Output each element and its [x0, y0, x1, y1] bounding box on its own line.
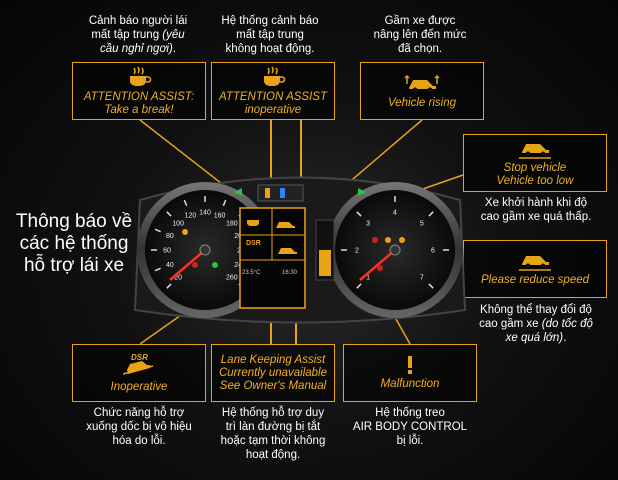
desc-vehicle-rising: Gầm xe được nâng lên đến mức đã chọn.	[373, 15, 467, 55]
dsr-label: DSR	[246, 240, 261, 247]
gauge-tick	[154, 228, 161, 233]
desc-stop-vehicle: Xe khởi hành khi độ cao gầm xe quá thấp.	[480, 197, 592, 223]
coffee-cup-icon	[247, 220, 259, 226]
svg-text:DSR: DSR	[131, 353, 148, 362]
warning-light	[212, 262, 218, 268]
alert-dsr-inoperative: DSR Inoperative	[72, 344, 206, 402]
gauge-tick	[166, 211, 172, 217]
warning-light	[377, 265, 383, 271]
gauge-tick	[183, 199, 188, 206]
alert-reduce-speed: Please reduce speed	[463, 240, 607, 298]
desc-reduce-speed: Không thể thay đổi độ cao gầm xe (do tốc…	[479, 304, 593, 344]
temperature-readout: 23.5°C	[242, 270, 261, 276]
gauge-tick	[356, 211, 362, 217]
warning-light	[399, 237, 405, 243]
gauge-tick	[154, 267, 161, 272]
turn-right-icon	[358, 188, 366, 196]
turn-left-icon	[234, 188, 242, 196]
alert-lane-keeping: Lane Keeping Assist Currently unavailabl…	[211, 344, 335, 402]
gauge-tick	[222, 199, 227, 206]
gauge-tick	[428, 211, 434, 217]
vehicle-low-icon	[519, 143, 551, 159]
warning-light	[372, 237, 378, 243]
gauge-tick-label: 2	[355, 248, 359, 255]
desc-dsr-inoperative: Chức năng hỗ trợ xuống dốc bị vô hiệu hó…	[86, 407, 192, 447]
coffee-cup-icon	[130, 66, 152, 86]
gauge-tick-label: 7	[420, 274, 424, 281]
gauge-tick-label: 20	[174, 274, 182, 281]
vehicle-low-icon	[519, 256, 551, 271]
gauge-tick-label: 3	[366, 221, 370, 228]
gauge-tick-label: 260	[226, 274, 238, 281]
tachometer-ticks: 1 2 3 4 5 6 7	[341, 196, 449, 289]
connector-line	[270, 120, 272, 206]
gauge-tick-label: 120	[185, 212, 197, 219]
gauge-tick-label: 5	[420, 221, 424, 228]
gauge-tick-label: 6	[431, 248, 435, 255]
gauge-tick-label: 40	[166, 262, 174, 269]
gauge-tick-label: 180	[226, 221, 238, 228]
exclamation-icon	[408, 356, 412, 374]
gauge-tick-label: 140	[199, 210, 211, 217]
page-title: Thông báo về các hệ thống hỗ trợ lái xe	[15, 211, 133, 276]
vehicle-icon	[276, 222, 295, 228]
gauge-tick-label: 60	[163, 248, 171, 255]
coffee-cup-icon	[264, 66, 286, 86]
alert-vehicle-rising: Vehicle rising	[360, 62, 484, 120]
connector-line	[300, 120, 302, 220]
speedometer-needle	[169, 249, 206, 281]
desc-attention-inoperative: Hệ thống cảnh báo mất tập trung không ho…	[221, 15, 319, 55]
gauge-tick-label: 1	[366, 274, 370, 281]
alert-attention-inoperative: ATTENTION ASSIST inoperative	[211, 62, 335, 120]
gauge-tick-label: 100	[172, 221, 184, 228]
vehicle-icon	[278, 248, 297, 254]
gauge-tick-label: 80	[166, 233, 174, 240]
gauge-tick-label: 160	[214, 212, 226, 219]
warning-light	[385, 237, 391, 243]
alert-attention-break: ATTENTION ASSIST: Take a break!	[72, 62, 206, 120]
gauge-tick-label: 4	[393, 210, 397, 217]
dsr-descent-icon: DSR	[122, 353, 154, 375]
vehicle-rising-icon	[404, 74, 440, 93]
time-readout: 16:30	[282, 270, 298, 276]
warning-light	[182, 229, 188, 235]
gauge-tick	[428, 283, 434, 289]
alert-air-body-malfunction: Malfunction	[343, 344, 477, 402]
instrument-cluster: 20406080100120140160180200220240260 1234…	[133, 176, 467, 324]
gauge-tick	[166, 283, 172, 289]
tachometer-needle	[359, 249, 396, 281]
gauge-tick	[356, 283, 362, 289]
desc-attention-break: Cảnh báo người lái mất tập trung (yêu cầ…	[88, 15, 188, 55]
warning-light	[192, 262, 198, 268]
desc-air-body-malfunction: Hệ thống treo AIR BODY CONTROL bị lỗi.	[352, 407, 468, 447]
desc-lane-keeping: Hệ thống hỗ trợ duy trì làn đường bị tắt…	[220, 407, 326, 461]
alert-stop-vehicle: Stop vehicle Vehicle too low	[463, 134, 607, 192]
